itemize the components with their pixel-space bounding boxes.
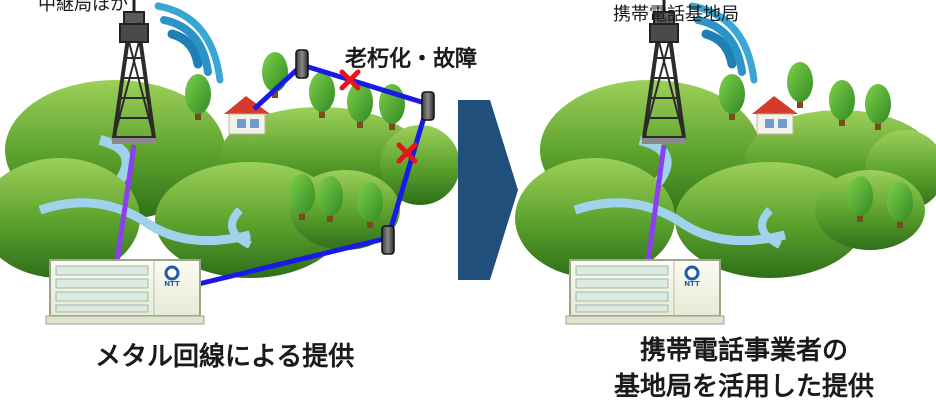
fault-mark — [396, 142, 418, 164]
metal-line — [185, 62, 432, 290]
fault-mark — [339, 69, 361, 91]
radio-wave-icon — [158, 6, 220, 80]
caption-metal-line: メタル回線による提供 — [95, 342, 355, 372]
radio-link — [645, 144, 667, 263]
device-brand: NTT — [684, 280, 700, 288]
ntt-device — [564, 258, 726, 326]
mobile-base-station-label: 携帯電話基地局 — [613, 4, 739, 25]
right-scene: NTT — [515, 0, 936, 326]
caption-base-station-line1: 携帯電話事業者の — [639, 336, 848, 366]
house — [751, 95, 799, 135]
device-brand: NTT — [164, 280, 180, 288]
arrow-icon — [458, 100, 518, 280]
caption-base-station-line2: 基地局を活用した提供 — [613, 372, 874, 402]
utility-pole — [381, 225, 395, 255]
left-scene: NTT — [0, 0, 460, 326]
relay-station-label: 中継局ほか — [38, 0, 128, 15]
ntt-device — [44, 258, 206, 326]
caption-base-station: 携帯電話事業者の 基地局を活用した提供 — [594, 333, 894, 405]
radio-link — [114, 144, 137, 263]
aging-failure-label: 老朽化・故障 — [345, 47, 478, 72]
utility-pole — [421, 91, 435, 121]
utility-pole — [295, 49, 309, 79]
